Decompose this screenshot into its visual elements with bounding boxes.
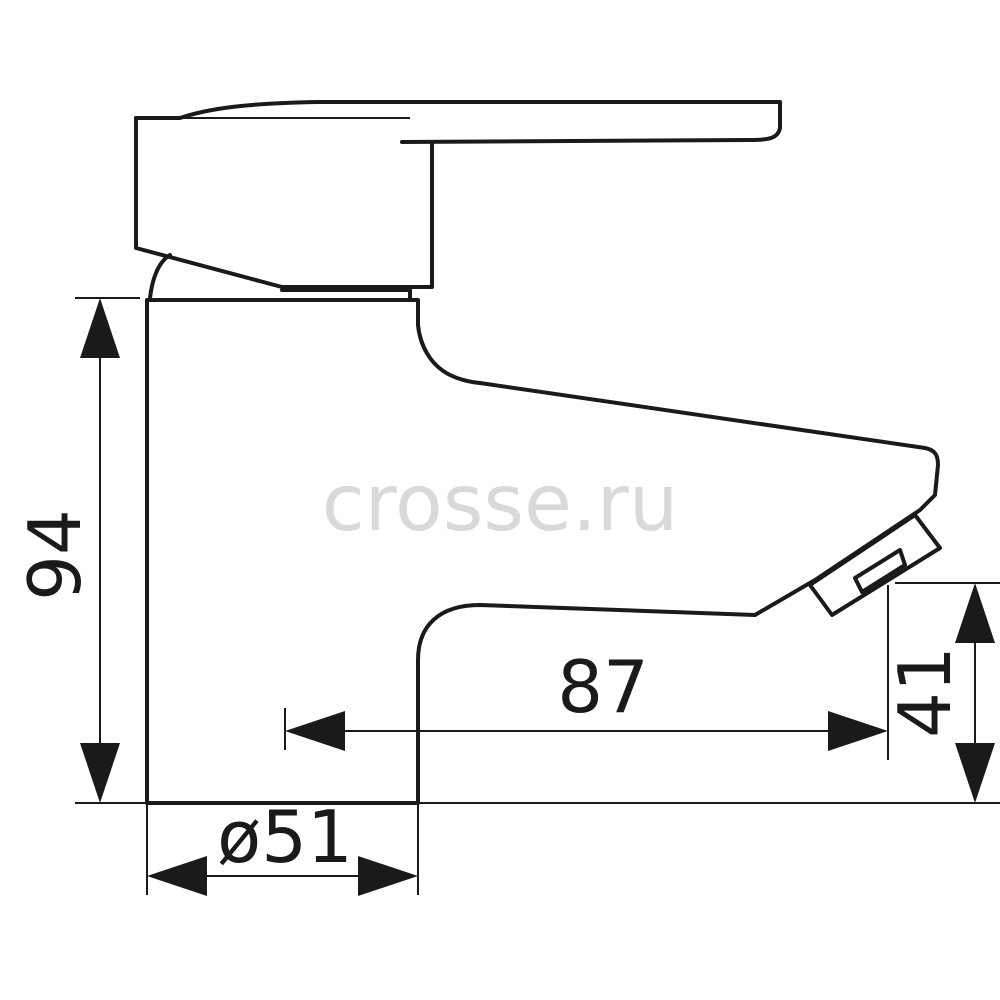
arrow-up-icon bbox=[80, 298, 120, 358]
faucet-body bbox=[145, 298, 940, 805]
arrow-down-icon bbox=[80, 743, 120, 803]
dimension-label-height-total: 94 bbox=[13, 509, 97, 601]
dimension-base-diameter: ø51 bbox=[146, 795, 419, 896]
arrow-up-icon bbox=[955, 583, 995, 643]
arrow-left-icon bbox=[285, 711, 345, 751]
dimension-label-spout-height: 41 bbox=[883, 646, 967, 738]
aerator bbox=[808, 513, 942, 617]
lever-handle bbox=[134, 100, 782, 289]
arrow-down-icon bbox=[955, 743, 995, 803]
arrow-right-icon bbox=[358, 856, 418, 896]
arrow-left-icon bbox=[147, 856, 207, 896]
dimension-label-base-diameter: ø51 bbox=[217, 795, 353, 879]
watermark: crosse.ru bbox=[322, 459, 679, 549]
dimension-label-spout-reach: 87 bbox=[557, 645, 649, 729]
dimension-spout-reach: 87 bbox=[284, 585, 889, 760]
dimension-spout-height: 41 bbox=[883, 582, 1000, 803]
dimension-height-total: 94 bbox=[13, 297, 140, 803]
arrow-right-icon bbox=[828, 711, 888, 751]
handle-collar bbox=[148, 253, 412, 300]
